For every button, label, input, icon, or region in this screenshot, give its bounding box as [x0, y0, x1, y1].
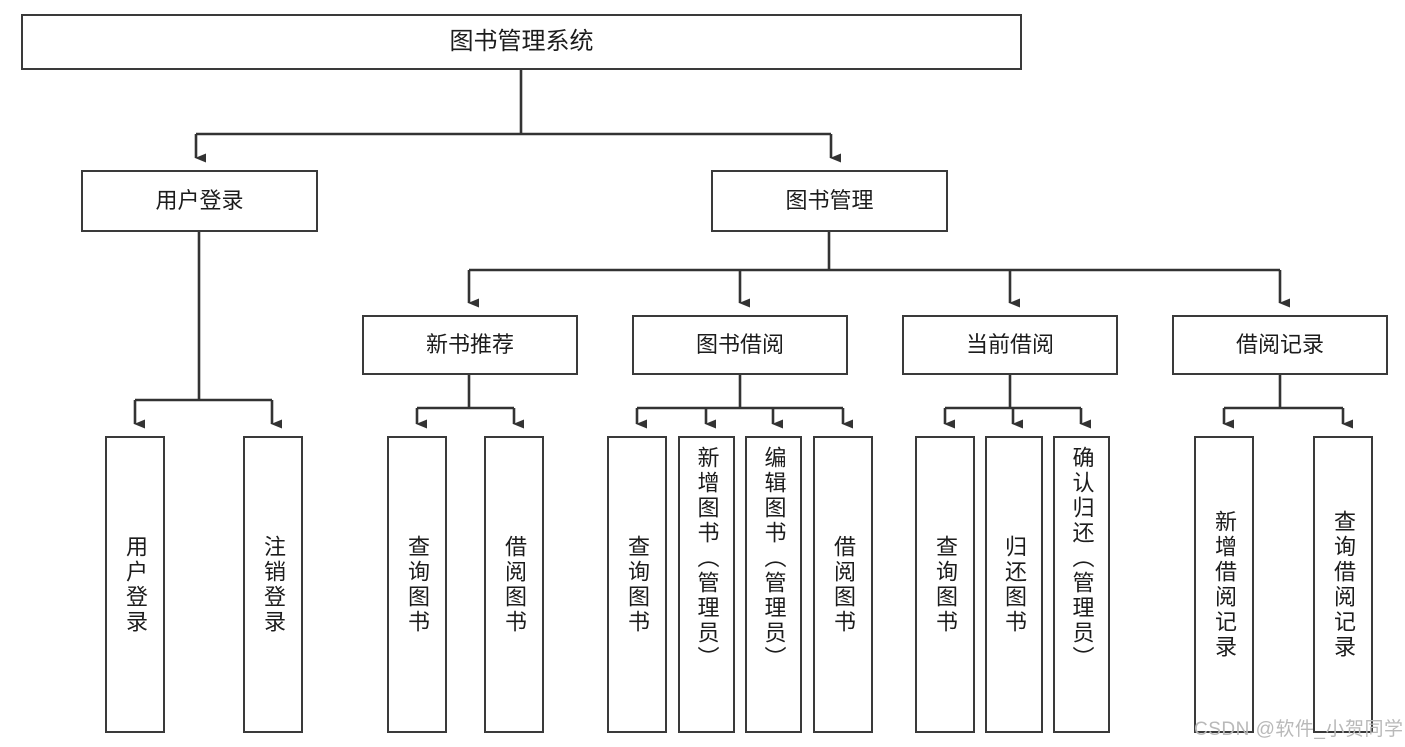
node-book-management[interactable]: 图书管理 — [711, 170, 948, 232]
node-current-borrow[interactable]: 当前借阅 — [902, 315, 1118, 375]
node-label: 编辑图书（管理员） — [761, 446, 787, 671]
node-label: 新增图书（管理员） — [694, 446, 720, 671]
node-root-system[interactable]: 图书管理系统 — [21, 14, 1022, 70]
node-label: 借阅图书 — [501, 534, 527, 635]
node-label: 图书管理 — [785, 188, 874, 214]
leaf-borrow-book[interactable]: 借阅图书 — [813, 436, 873, 733]
node-book-borrow[interactable]: 图书借阅 — [632, 315, 848, 375]
leaf-confirm-return-admin[interactable]: 确认归还（管理员） — [1053, 436, 1110, 733]
leaf-return-book[interactable]: 归还图书 — [985, 436, 1043, 733]
node-label: 当前借阅 — [965, 332, 1054, 358]
leaf-add-book-admin[interactable]: 新增图书（管理员） — [678, 436, 735, 733]
node-label: 图书管理系统 — [449, 27, 594, 55]
leaf-edit-book-admin[interactable]: 编辑图书（管理员） — [745, 436, 802, 733]
node-label: 确认归还（管理员） — [1069, 446, 1095, 671]
leaf-add-borrow-record[interactable]: 新增借阅记录 — [1194, 436, 1254, 733]
leaf-query-book-recommend[interactable]: 查询图书 — [387, 436, 447, 733]
node-label: 注销登录 — [260, 534, 286, 635]
leaf-query-borrow-record[interactable]: 查询借阅记录 — [1313, 436, 1373, 733]
node-label: 查询图书 — [932, 534, 958, 635]
node-label: 借阅记录 — [1235, 332, 1324, 358]
node-label: 用户登录 — [122, 534, 148, 635]
leaf-user-login[interactable]: 用户登录 — [105, 436, 165, 733]
node-label: 查询图书 — [624, 534, 650, 635]
node-label: 新书推荐 — [425, 332, 514, 358]
node-label: 归还图书 — [1001, 534, 1027, 635]
watermark-text: CSDN @软件_小贺同学 — [1194, 719, 1404, 740]
leaf-borrow-book-recommend[interactable]: 借阅图书 — [484, 436, 544, 733]
node-label: 借阅图书 — [830, 534, 856, 635]
node-borrow-record[interactable]: 借阅记录 — [1172, 315, 1388, 375]
node-label: 查询借阅记录 — [1330, 509, 1356, 660]
node-label: 用户登录 — [155, 188, 244, 214]
leaf-query-book-borrow[interactable]: 查询图书 — [607, 436, 667, 733]
leaf-logout[interactable]: 注销登录 — [243, 436, 303, 733]
node-label: 图书借阅 — [695, 332, 784, 358]
node-user-login[interactable]: 用户登录 — [81, 170, 318, 232]
node-label: 查询图书 — [404, 534, 430, 635]
node-label: 新增借阅记录 — [1211, 509, 1237, 660]
leaf-query-book-current[interactable]: 查询图书 — [915, 436, 975, 733]
node-new-book-recommend[interactable]: 新书推荐 — [362, 315, 578, 375]
